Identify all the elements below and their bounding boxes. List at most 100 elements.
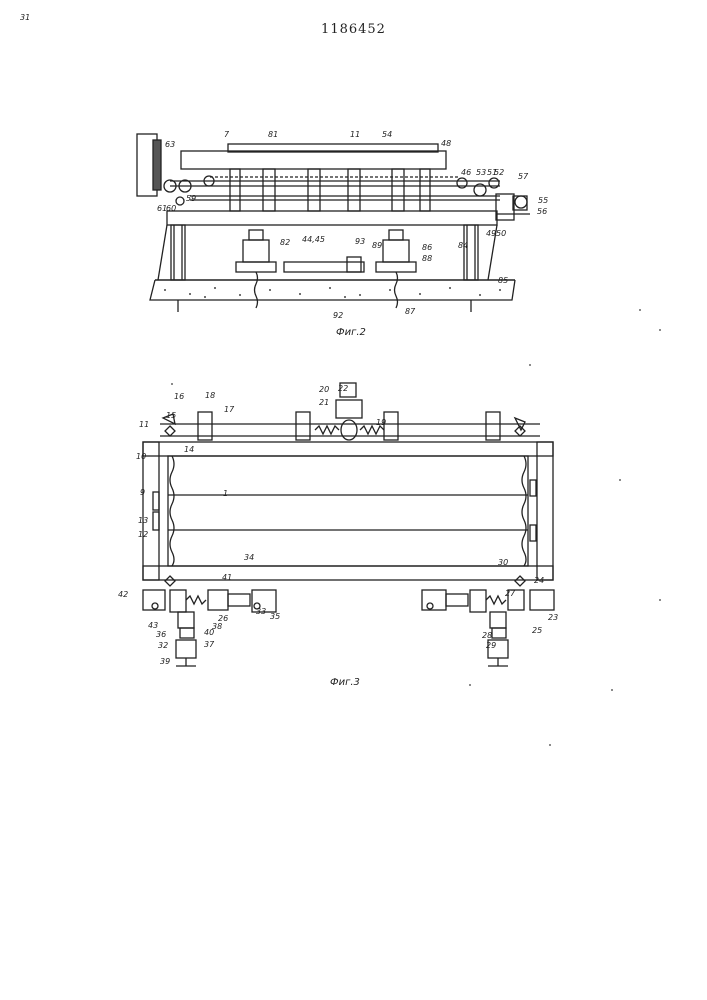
- fig3-label-33: 33: [256, 607, 266, 616]
- fig2-post-4: [392, 169, 404, 211]
- fig3-label-29: 29: [486, 641, 496, 650]
- fig2-label-11: 11: [350, 130, 360, 139]
- fig2-label-87: 87: [405, 307, 416, 316]
- fig3-clamp-r1: [530, 480, 536, 496]
- fig3-center-hub: [341, 420, 357, 440]
- fig2-brace-left: [158, 225, 167, 280]
- fig3-label-25: 25: [532, 626, 542, 635]
- fig3-clamp-13: [153, 512, 159, 530]
- fig2-wire-right: [395, 272, 398, 308]
- fig2-left-drum: [153, 140, 161, 190]
- fig3-label-43: 43: [148, 621, 158, 630]
- fig2-drawing: [137, 134, 530, 312]
- fig2-label-48: 48: [441, 139, 451, 148]
- fig3-label-1: 1: [223, 489, 228, 498]
- fig3-label-22: 22: [338, 384, 348, 393]
- fig2-top-plate: [181, 151, 446, 169]
- fig2-caption: Фиг.2: [336, 327, 366, 338]
- fig3-label-28: 28: [482, 631, 492, 640]
- fig3-label-35: 35: [270, 612, 280, 621]
- fig2-right-motor: [496, 194, 514, 220]
- fig2-label-93: 93: [355, 237, 365, 246]
- fig3-br-pin-36: [427, 603, 433, 609]
- fig3-corner-tl: [165, 426, 175, 436]
- fig2-jack-left-body: [243, 240, 269, 262]
- fig2-label-53: 53: [476, 168, 486, 177]
- fig2-label-60: 60: [166, 204, 176, 213]
- fig2-label-84: 84: [458, 241, 468, 250]
- fig3-clamp-9: [153, 492, 159, 510]
- fig2-label-44-45: 44,45: [302, 235, 325, 244]
- fig3-spring-right: [360, 426, 384, 434]
- fig2-jack-right-body: [383, 240, 409, 262]
- fig3-label-10: 10: [136, 452, 146, 461]
- fig2-roller-left-4: [176, 197, 184, 205]
- fig3-label-11: 11: [139, 420, 149, 429]
- fig3-label-27: 27: [505, 589, 516, 598]
- fig3-bl-block-32: [170, 590, 186, 612]
- fig3-bl-cylinder-35: [228, 594, 250, 606]
- fig3-bl-block-38: [180, 628, 194, 638]
- fig2-label-92: 92: [333, 311, 343, 320]
- scan-speckles: [171, 309, 661, 746]
- fig2-label-49: 49: [486, 229, 496, 238]
- fig3-label-15: 15: [166, 411, 176, 420]
- fig2-post-6: [230, 169, 240, 211]
- fig3-frame-right: [537, 442, 553, 580]
- fig3-label-41: 41: [222, 573, 232, 582]
- fig3-bl-block-26: [208, 590, 228, 610]
- fig3-actuator-body: [336, 400, 362, 418]
- fig3-br-cylinder-34: [446, 594, 468, 606]
- fig3-frame-left: [143, 442, 159, 580]
- fig2-center-assembly: [284, 262, 364, 272]
- fig2-label-86: 86: [422, 243, 432, 252]
- fig3-corner-br: [515, 576, 525, 586]
- fig2-jack-left-top: [249, 230, 263, 240]
- fig3-label-20: 20: [319, 385, 329, 394]
- fig3-bl-pin-36: [152, 603, 158, 609]
- fig2-post-1: [263, 169, 275, 211]
- fig3-frame-top: [143, 442, 553, 456]
- fig3-drawing: [143, 383, 554, 666]
- fig3-label-34: 34: [244, 553, 254, 562]
- fig2-label-57: 57: [518, 172, 529, 181]
- fig3-bl-spring: [186, 596, 206, 604]
- fig2-wire-left: [255, 272, 258, 308]
- fig3-caption: Фиг.3: [330, 677, 360, 688]
- fig3-label-38: 38: [212, 622, 222, 631]
- fig3-spring-left: [315, 426, 339, 434]
- fig3-labels: 1615181714111091312120212219344142433632…: [20, 13, 558, 666]
- fig3-br-block-43: [422, 590, 446, 610]
- fig3-label-32: 32: [158, 641, 168, 650]
- fig2-leg-right: [464, 225, 478, 280]
- fig2-label-56: 56: [537, 207, 547, 216]
- fig2-label-54: 54: [382, 130, 392, 139]
- fig3-corner-bl: [165, 576, 175, 586]
- fig2-post-5: [420, 169, 430, 211]
- fig3-label-12: 12: [138, 530, 148, 539]
- fig2-jack-left-base: [236, 262, 276, 272]
- fig3-label-30: 30: [498, 558, 508, 567]
- fig3-label-13: 13: [138, 516, 148, 525]
- fig3-label-19: 19: [376, 418, 386, 427]
- fig3-br-spring: [486, 596, 506, 604]
- fig2-label-81: 81: [268, 130, 278, 139]
- fig3-label-23: 23: [548, 613, 558, 622]
- fig2-center-block: [347, 257, 361, 272]
- fig3-label-16: 16: [174, 392, 184, 401]
- fig3-label-17: 17: [224, 405, 235, 414]
- fig3-label-26: 26: [218, 614, 228, 623]
- fig3-br-block-42: [530, 590, 554, 610]
- fig3-clamp-r2: [530, 525, 536, 541]
- fig2-label-85: 85: [498, 276, 508, 285]
- fig3-bl-block-42: [143, 590, 165, 610]
- fig3-label-36: 36: [156, 630, 166, 639]
- fig3-label-42: 42: [118, 590, 128, 599]
- fig2-label-59: 59: [186, 194, 196, 203]
- fig2-foundation-hatch: [164, 287, 501, 298]
- fig3-label-39: 39: [160, 657, 170, 666]
- fig3-bl-motor-40: [176, 640, 196, 658]
- fig2-label-7: 7: [224, 130, 230, 139]
- fig3-panel-1: [168, 456, 528, 566]
